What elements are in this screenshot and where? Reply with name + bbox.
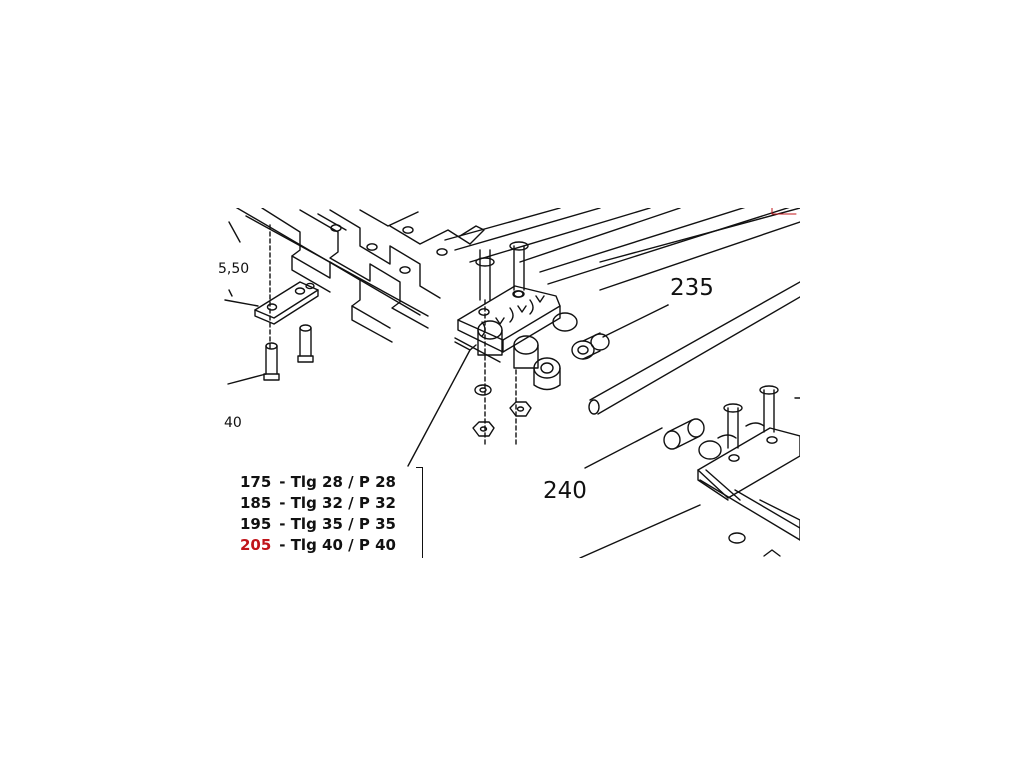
leader-lines (407, 304, 669, 469)
legend-row-185: 185 - Tlg 32 / P 32 (240, 493, 418, 514)
legend-sep: - (279, 515, 286, 533)
legend-code: 185 (240, 494, 272, 512)
legend-p: P 35 (358, 515, 396, 533)
legend-bracket (416, 467, 423, 558)
guide-rods (444, 208, 800, 291)
legend-row-175: 175 - Tlg 28 / P 28 (240, 472, 418, 493)
connector-assembly (454, 241, 578, 446)
legend-p: P 40 (358, 536, 396, 554)
corner-mark (771, 208, 797, 215)
legend-tlg: Tlg 28 (290, 473, 343, 491)
legend-sep: - (279, 473, 286, 491)
connector-assembly-right (579, 385, 800, 558)
callout-240: 240 (543, 478, 587, 504)
rod-240-shaft (588, 281, 800, 415)
legend-tlg: Tlg 32 (290, 494, 343, 512)
legend-slash: / (348, 515, 354, 533)
legend-row-195: 195 - Tlg 35 / P 35 (240, 514, 418, 535)
legend-row-205: 205 - Tlg 40 / P 40 (240, 535, 418, 556)
callout-235: 235 (670, 275, 714, 301)
legend-slash: / (348, 536, 354, 554)
legend-sep: - (279, 494, 286, 512)
legend-code: 175 (240, 473, 272, 491)
conveyor-rail-upper-left (235, 208, 485, 343)
legend-p: P 28 (358, 473, 396, 491)
left-bracket-parts (224, 221, 319, 385)
legend-tlg: Tlg 35 (290, 515, 343, 533)
legend-slash: / (348, 494, 354, 512)
legend-slash: / (348, 473, 354, 491)
legend-code: 195 (240, 515, 272, 533)
legend-tlg: Tlg 40 (290, 536, 343, 554)
left-label-bottom: 40 (224, 415, 242, 431)
size-legend: 175 - Tlg 28 / P 28 185 - Tlg 32 / P 32 … (240, 472, 418, 556)
bushing-235 (571, 304, 669, 360)
legend-code-highlighted: 205 (240, 536, 272, 554)
left-label-top: 5,50 (218, 261, 250, 277)
legend-sep: - (279, 536, 286, 554)
legend-p: P 32 (358, 494, 396, 512)
